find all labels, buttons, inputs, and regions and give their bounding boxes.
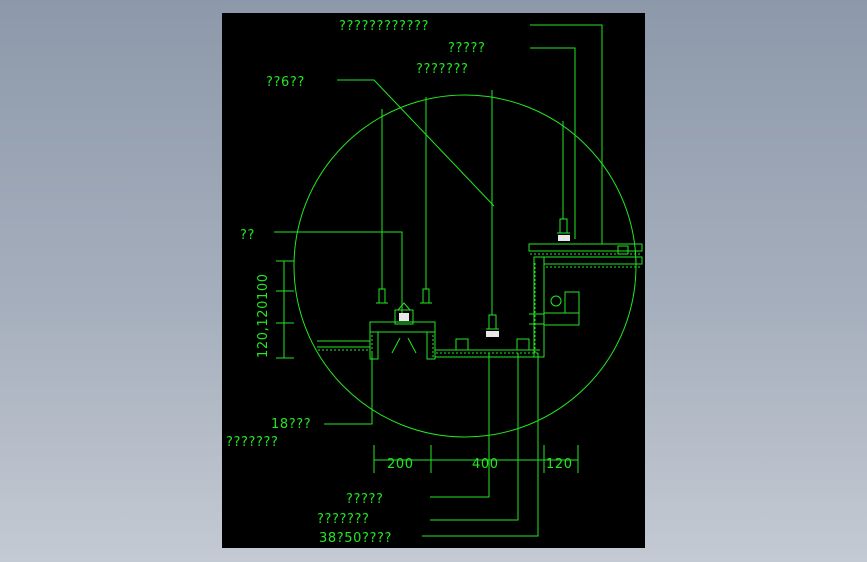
ceiling-board-right	[528, 243, 643, 252]
dimension-label-200: 200	[387, 457, 414, 472]
lamp-trough-left	[369, 321, 436, 333]
leader-top-1	[530, 24, 603, 244]
label-top-2: ?????	[448, 41, 486, 56]
rod-fittings	[376, 218, 570, 330]
leader-rod	[337, 79, 495, 207]
ceiling-board-left	[317, 340, 370, 348]
label-bottom-right-3: 38?50????	[319, 531, 392, 546]
dimension-label-vertical: 120,120100	[256, 273, 271, 358]
label-top-1: ????????????	[339, 19, 429, 34]
dimension-label-120: 120	[546, 457, 573, 472]
step-board	[533, 256, 545, 358]
dimension-horizontal	[373, 445, 579, 473]
leader-bottom-right-1	[430, 353, 490, 498]
label-bottom-right-1: ?????	[346, 492, 384, 507]
drawing-viewport[interactable]: ???????????? ????? ??????? ??6?? ?? 18??…	[222, 13, 645, 548]
dimension-vertical	[276, 260, 294, 359]
label-left-small: ??	[240, 228, 255, 243]
label-bottom-right-2: ???????	[317, 512, 370, 527]
detail-circle	[293, 94, 637, 438]
label-top-3: ???????	[416, 62, 469, 77]
leader-bottom-right-2	[430, 353, 519, 521]
leader-bottom-right-3	[422, 353, 539, 537]
leader-top-2	[530, 47, 576, 239]
label-rod: ??6??	[266, 75, 305, 90]
leader-left-small	[274, 231, 403, 315]
leader-bottom-left	[324, 353, 373, 425]
label-bottom-left-1: 18???	[271, 417, 311, 432]
label-bottom-left-2: ???????	[226, 435, 279, 450]
dimension-label-400: 400	[472, 457, 499, 472]
cad-drawing[interactable]: ???????????? ????? ??????? ??6?? ?? 18??…	[222, 13, 645, 548]
